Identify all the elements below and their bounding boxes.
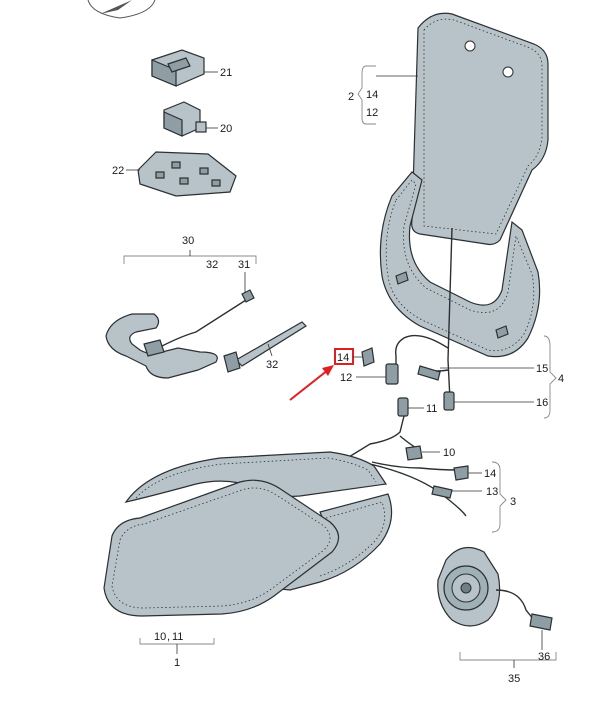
part-11-connector [397, 397, 409, 417]
part-2-backrest-mat [411, 12, 549, 246]
callout-11: 11 [426, 403, 437, 415]
part-14-clip-right [453, 465, 469, 481]
callout-4: 4 [558, 373, 564, 385]
callout-13: 13 [486, 486, 498, 498]
callout-comma: , [167, 631, 170, 643]
callout-21: 21 [220, 67, 232, 79]
callout-14-right: 14 [484, 468, 496, 480]
part-30-occupancy-sensor [105, 313, 218, 379]
part-1-seat-mat [103, 479, 340, 617]
callout-14-highlight: 14 [337, 352, 349, 364]
callout-35: 35 [508, 673, 520, 685]
callout-15: 15 [536, 363, 548, 375]
red-arrow [289, 365, 334, 401]
callout-10: 10 [443, 447, 455, 459]
callout-20: 20 [220, 123, 232, 135]
callout-32-top: 32 [206, 259, 218, 271]
callout-30: 30 [182, 235, 194, 247]
part-15-connector [417, 365, 441, 381]
part-20-sensor [163, 101, 207, 137]
part-12-connector [385, 363, 399, 385]
part-21-module [151, 49, 205, 87]
callout-12-mid: 12 [340, 372, 352, 384]
part-22-pad [137, 151, 237, 197]
callout-12-back: 12 [366, 107, 378, 119]
callout-2: 2 [348, 91, 354, 103]
callout-10-11-b: 11 [172, 631, 183, 643]
callout-31: 31 [238, 259, 250, 271]
part-13-connector [431, 485, 453, 499]
callout-1: 1 [174, 657, 180, 669]
callout-10-11-a: 10 [154, 631, 166, 643]
callout-3: 3 [510, 496, 516, 508]
logo-mark [87, 0, 156, 19]
callout-16: 16 [536, 397, 548, 409]
callout-32-cable: 32 [266, 359, 278, 371]
callout-36: 36 [538, 651, 550, 663]
part-16-connector [443, 391, 455, 411]
part-4-back-heater [379, 171, 541, 358]
callout-14-back: 14 [366, 89, 378, 101]
part-14-clip-center [361, 347, 375, 367]
part-10-connector [405, 445, 423, 461]
highlight-box [334, 348, 354, 365]
part-36-connector [529, 613, 553, 631]
part-32-cable-tie [223, 321, 307, 373]
part-35-blower-fan [437, 546, 535, 627]
callout-22: 22 [112, 165, 124, 177]
